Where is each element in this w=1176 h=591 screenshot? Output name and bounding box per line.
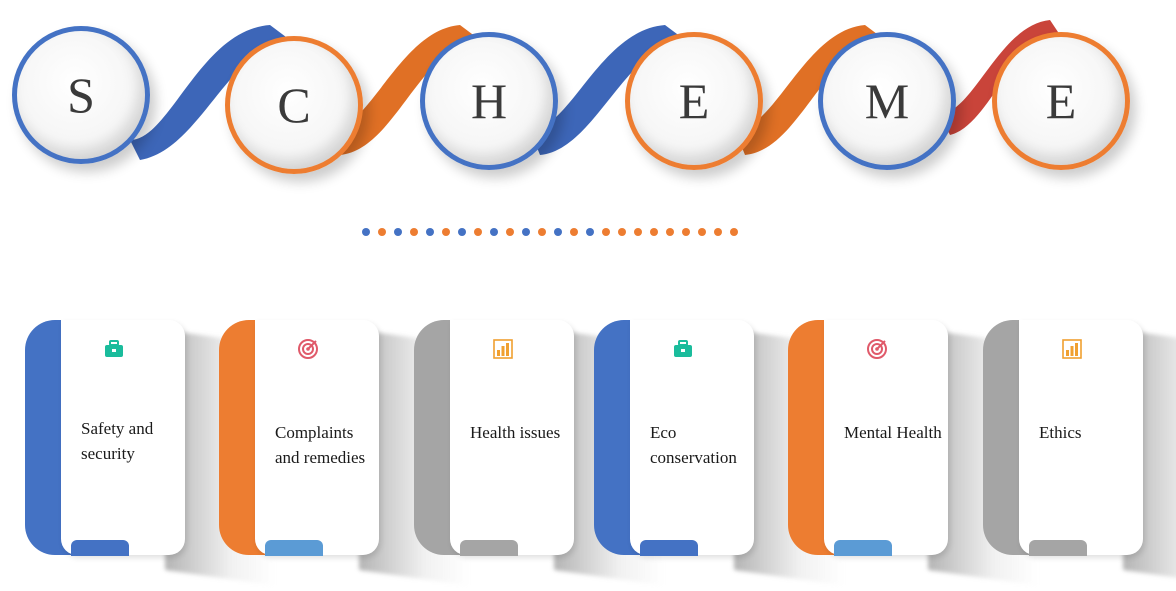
card-label: Eco conservation [650, 423, 737, 467]
topic-card: Mental Health [788, 320, 948, 556]
letter-circle-1: S [12, 26, 150, 164]
card-label: Mental Health [844, 423, 942, 442]
card-panel [824, 320, 948, 555]
divider-dot [474, 228, 482, 236]
card-tab [265, 540, 323, 556]
divider-dot [570, 228, 578, 236]
target-icon [297, 338, 319, 360]
divider-dot [522, 228, 530, 236]
card-label: Health issues [470, 423, 561, 442]
divider-dot [602, 228, 610, 236]
topic-card: Ethics [983, 320, 1143, 556]
divider-dot [554, 228, 562, 236]
divider-dot [394, 228, 402, 236]
divider-dot [410, 228, 418, 236]
card-panel [450, 320, 574, 555]
divider-dot [666, 228, 674, 236]
card-panel [255, 320, 379, 555]
letter-circle-4: E [625, 32, 763, 170]
divider-dot [378, 228, 386, 236]
card-label: Complaints and remedies [275, 423, 366, 467]
divider-dot [458, 228, 466, 236]
divider-dot [650, 228, 658, 236]
divider-dot [442, 228, 450, 236]
card-panel [1019, 320, 1143, 555]
divider-dot [586, 228, 594, 236]
divider-dot [634, 228, 642, 236]
card-tab [834, 540, 892, 556]
briefcase-icon [103, 338, 125, 360]
card-label: Ethics [1039, 423, 1082, 442]
card-tab [460, 540, 518, 556]
divider-dot [506, 228, 514, 236]
divider-dot [714, 228, 722, 236]
divider-dot [618, 228, 626, 236]
topic-card: Safety and security [25, 320, 185, 556]
card-tab [640, 540, 698, 556]
divider-dot [490, 228, 498, 236]
briefcase-icon [672, 338, 694, 360]
divider-dot [426, 228, 434, 236]
divider-dot [730, 228, 738, 236]
bar-chart-icon [1061, 338, 1083, 360]
letter-circle-5: M [818, 32, 956, 170]
divider-dot [698, 228, 706, 236]
topic-card: Complaints and remedies [219, 320, 379, 556]
card-panel [61, 320, 185, 555]
topic-card: Health issues [414, 320, 574, 556]
divider-dot [682, 228, 690, 236]
letter-circle-6: E [992, 32, 1130, 170]
letter-circle-2: C [225, 36, 363, 174]
target-icon [866, 338, 888, 360]
divider-dot [362, 228, 370, 236]
card-panel [630, 320, 754, 555]
topic-card: Eco conservation [594, 320, 754, 556]
letter-circle-3: H [420, 32, 558, 170]
card-tab [1029, 540, 1087, 556]
card-label: Safety and security [81, 419, 154, 463]
divider-dot [538, 228, 546, 236]
card-tab [71, 540, 129, 556]
bar-chart-icon [492, 338, 514, 360]
